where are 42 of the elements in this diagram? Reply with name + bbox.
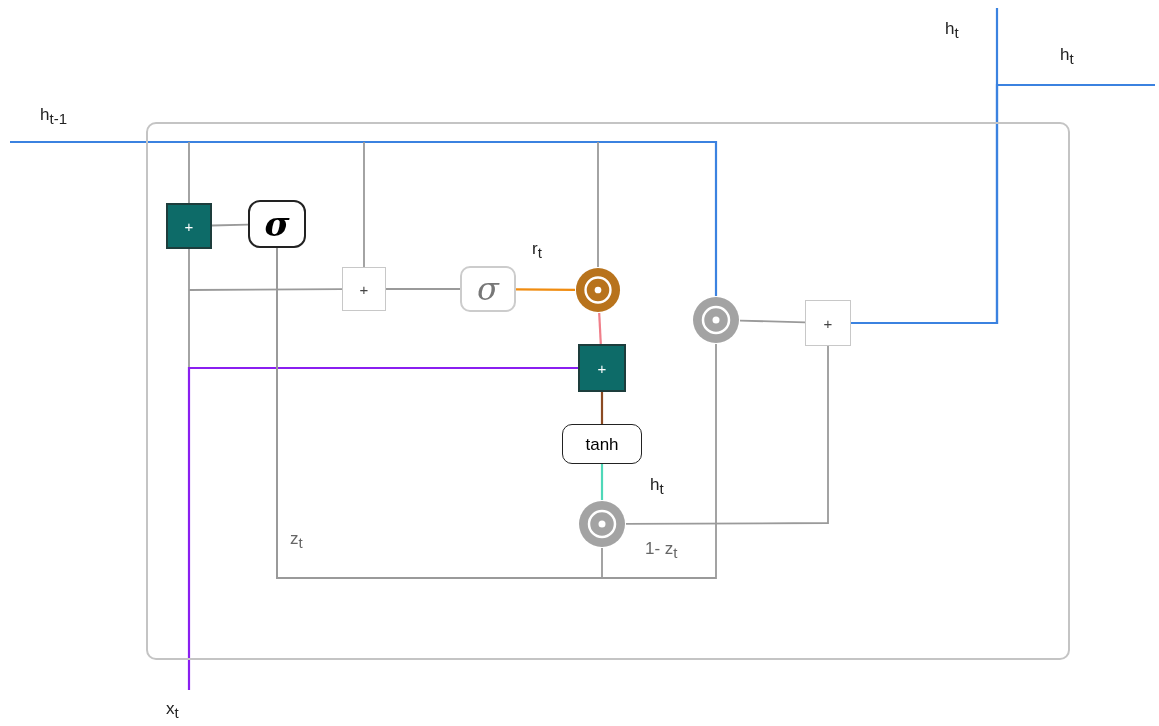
sum-box [805,300,851,346]
plus-sign: + [184,218,194,234]
plus-sign: + [597,360,607,376]
connector-line [597,141,599,268]
plus-sign: + [359,281,369,297]
sigmoid-box [248,200,306,248]
function-label: tanh [585,435,619,453]
signal-label: h$_{t-1}$ [40,106,67,127]
connector-line [188,288,343,291]
connector-line [211,223,249,227]
sigma-symbol: σ [477,273,499,305]
connector-line [600,392,604,424]
multiply-circle [575,267,621,313]
connector-line [188,248,190,369]
signal-label: z$_{t}$ [290,530,303,551]
sum-box [166,203,212,249]
tanh-box [562,424,642,464]
connector-line [363,141,365,268]
signal-label: x$_{t}$ [166,700,179,721]
connector-line [187,366,578,690]
connector-line [385,288,461,290]
cell-frame [146,122,1070,660]
signal-label: h$_{t}$ [1060,46,1074,67]
multiply-circle [692,296,740,344]
sum-box [578,344,626,392]
connector-line [516,288,575,291]
signal-label: r$_{t}$ [532,240,542,261]
signal-label: 1- z$_{t}$ [645,540,678,561]
signal-label: h$_{t}$ [650,476,664,497]
connector-line [739,319,806,324]
connector-line [276,247,717,579]
sigmoid-box [460,266,516,312]
connector-line [598,312,602,345]
connector-line [625,345,829,525]
connector-line [600,464,604,500]
signal-label: h$_{t}$ [945,20,959,41]
connector-line [188,141,190,204]
plus-sign: + [823,315,833,331]
sigma-symbol: σ [264,207,290,241]
sum-box [342,267,386,311]
multiply-circle [578,500,626,548]
connector-line [10,140,718,296]
